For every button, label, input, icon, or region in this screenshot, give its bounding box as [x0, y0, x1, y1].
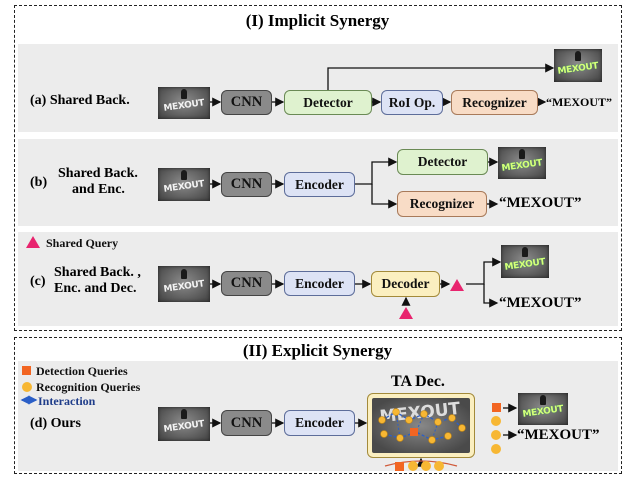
- row-d-label: (d) Ours: [30, 416, 81, 432]
- decoder-box-c: Decoder: [371, 271, 440, 297]
- row-a-band: [18, 44, 618, 132]
- input-detection-query: [395, 462, 404, 471]
- output-image-b-text: MEXOUT: [500, 158, 544, 174]
- output-detection-query: [492, 403, 501, 412]
- output-text-b: “MEXOUT”: [499, 195, 582, 211]
- input-image-a: MEXOUT: [158, 87, 210, 119]
- output-image-a-text: MEXOUT: [556, 61, 600, 77]
- input-image-d: MEXOUT: [158, 407, 210, 441]
- row-a-label: (a) Shared Back.: [30, 93, 130, 109]
- row-d-prefix: (d): [30, 416, 48, 431]
- input-recognition-query-1: [408, 461, 418, 471]
- recognizer-box-a: Recognizer: [451, 90, 538, 115]
- input-image-b: MEXOUT: [158, 168, 210, 201]
- explicit-synergy-panel: [14, 337, 622, 474]
- recognition-queries-legend-text: Recognition Queries: [36, 380, 141, 394]
- output-text-c: “MEXOUT”: [499, 295, 582, 311]
- ta-decoder-box: MEXOUT: [367, 393, 475, 458]
- row-c-prefix: (c): [30, 274, 46, 289]
- row-c-line1: Shared Back. ,: [54, 265, 141, 280]
- output-image-d-text: MEXOUT: [521, 404, 565, 420]
- detector-box-b: Detector: [397, 149, 488, 175]
- row-b-line2: and Enc.: [72, 182, 125, 197]
- output-image-b: MEXOUT: [498, 147, 546, 179]
- row-d-text: Ours: [50, 416, 81, 431]
- encoder-box-d: Encoder: [284, 410, 355, 436]
- shared-query-triangle-out: [450, 279, 464, 291]
- input-image-b-text: MEXOUT: [162, 179, 206, 195]
- output-text-d: “MEXOUT”: [517, 427, 600, 443]
- row-c-line2: Enc. and Dec.: [54, 281, 137, 296]
- output-image-a: MEXOUT: [554, 49, 602, 82]
- output-image-d: MEXOUT: [518, 393, 568, 425]
- input-recognition-query-3: [434, 461, 444, 471]
- input-image-c-text: MEXOUT: [162, 279, 206, 295]
- detection-queries-legend-text: Detection Queries: [36, 364, 128, 378]
- implicit-synergy-panel: [14, 5, 622, 331]
- cnn-box-c: CNN: [221, 271, 272, 296]
- encoder-box-c: Encoder: [284, 271, 355, 296]
- roi-op-box-a: RoI Op.: [381, 90, 443, 115]
- shared-query-triangle-in: [399, 307, 413, 319]
- recognition-query-dot: [22, 382, 32, 392]
- detection-query-square: [22, 366, 31, 375]
- input-image-c: MEXOUT: [158, 266, 210, 302]
- ta-decoder-interaction-graph: MEXOUT: [372, 398, 470, 453]
- recognizer-box-b: Recognizer: [397, 191, 487, 217]
- recognition-queries-legend: Recognition Queries: [22, 380, 140, 395]
- implicit-synergy-title: (I) Implicit Synergy: [245, 11, 390, 30]
- output-image-c-text: MEXOUT: [503, 257, 547, 273]
- shared-query-legend-triangle: [26, 236, 40, 248]
- shared-query-legend-text: Shared Query: [46, 236, 119, 250]
- row-c-label: Shared Back. , (c) Enc. and Dec.: [30, 265, 141, 297]
- ta-decoder-title: TA Dec.: [391, 373, 445, 390]
- explicit-synergy-title: (II) Explicit Synergy: [242, 341, 393, 360]
- interaction-legend-text: Interaction: [38, 394, 96, 408]
- input-image-a-text: MEXOUT: [162, 98, 206, 114]
- row-a-prefix: (a): [30, 93, 47, 108]
- detector-box-a: Detector: [284, 90, 372, 115]
- row-b-line1: Shared Back.: [58, 166, 138, 181]
- input-image-d-text: MEXOUT: [162, 419, 206, 435]
- row-a-text: Shared Back.: [49, 93, 130, 108]
- input-recognition-query-2: [421, 461, 431, 471]
- row-b-label: Shared Back. (b) and Enc.: [30, 166, 138, 198]
- cnn-box-a: CNN: [221, 90, 272, 115]
- interaction-legend: Interaction: [38, 394, 95, 409]
- output-image-c: MEXOUT: [501, 245, 549, 278]
- row-b-prefix: (b): [30, 175, 48, 190]
- output-recognition-query-2: [491, 430, 501, 440]
- output-recognition-query-3: [491, 444, 501, 454]
- encoder-box-b: Encoder: [284, 172, 355, 197]
- shared-query-legend: Shared Query: [26, 236, 118, 251]
- cnn-box-d: CNN: [221, 410, 272, 436]
- cnn-box-b: CNN: [221, 172, 272, 197]
- detection-queries-legend: Detection Queries: [22, 364, 128, 379]
- output-recognition-query-1: [491, 416, 501, 426]
- output-text-a: “MEXOUT”: [546, 95, 612, 109]
